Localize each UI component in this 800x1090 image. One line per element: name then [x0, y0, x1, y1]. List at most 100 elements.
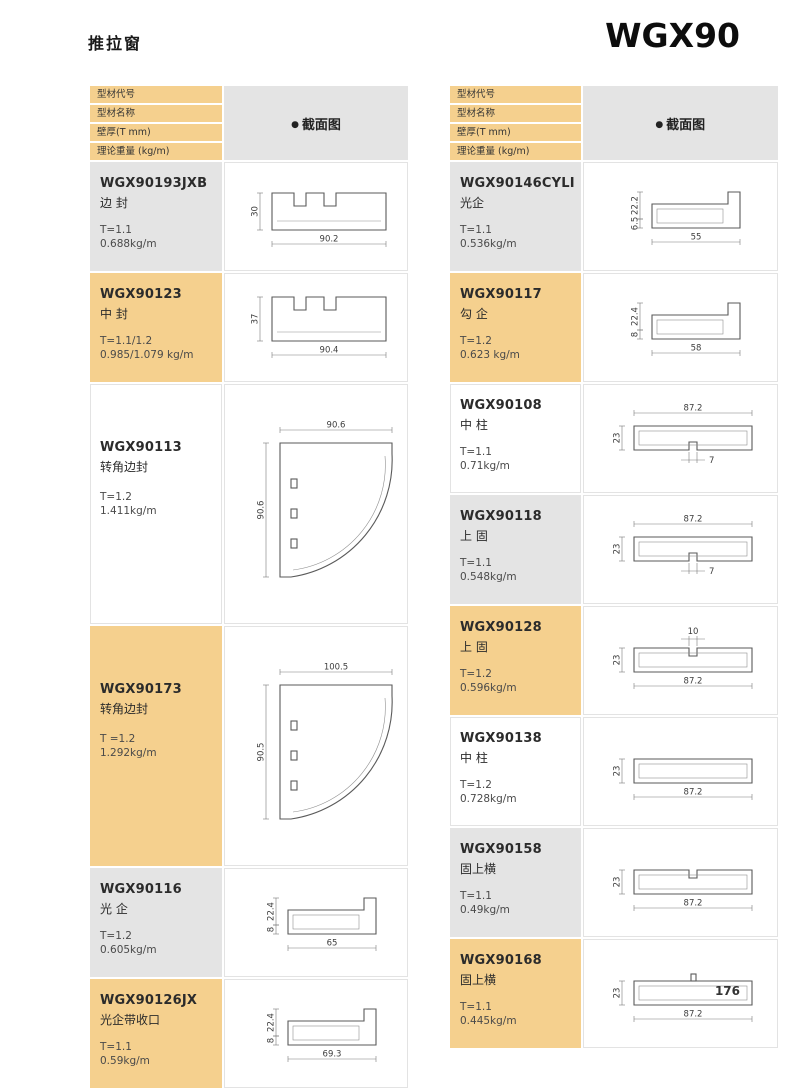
- profile-code: WGX90126JX: [100, 993, 198, 1008]
- dim-label: 37: [251, 313, 261, 324]
- dim-label: 87.2: [684, 898, 703, 908]
- profile-name: 中 柱: [460, 418, 488, 432]
- cross-section-diagram: 90.690.6: [257, 421, 393, 578]
- series-title: WGX90: [605, 16, 740, 55]
- profile-code: WGX90193JXB: [100, 176, 208, 191]
- table-header-row: 壁厚(T mm): [90, 124, 408, 141]
- dim-label: 90.2: [320, 234, 339, 244]
- cross-section-diagram: 87.223: [613, 868, 753, 911]
- profile-name: 上 固: [460, 640, 488, 654]
- dim-label: 23: [613, 654, 623, 665]
- dim-label: 87.2: [684, 403, 703, 413]
- table-header-row: 型材名称: [90, 105, 408, 122]
- profile-thickness: T=1.2: [100, 930, 132, 942]
- dim-label: 87.2: [684, 1009, 703, 1019]
- right-profile-table: 型材代号●截面图型材名称壁厚(T mm)理论重量 (kg/m)WGX90146C…: [448, 84, 780, 1050]
- profile-weight: 0.623 kg/m: [460, 349, 520, 361]
- profile-outline: [271, 295, 387, 342]
- dim-label: 22.4: [267, 1013, 277, 1032]
- dim-label: 90.5: [257, 743, 267, 762]
- profile-outline: [633, 646, 753, 673]
- left-profile-table: 型材代号●截面图型材名称壁厚(T mm) 理论重量 (kg/m) WGX90193J…: [88, 84, 410, 1090]
- header-label: 型材代号: [90, 86, 222, 103]
- bullet-icon: ●: [655, 119, 664, 130]
- profile-thickness: T=1.1: [100, 224, 132, 236]
- profile-code: WGX90116: [100, 882, 182, 897]
- profile-outline: [633, 868, 753, 895]
- dim-label: 58: [691, 343, 702, 353]
- dim-label: 87.2: [684, 514, 703, 524]
- profile-code: WGX90168: [460, 953, 542, 968]
- cross-section-diagram: 87.223: [613, 757, 753, 800]
- profile-thickness: T=1.2: [100, 491, 132, 503]
- profile-weight: 0.59kg/m: [100, 1055, 150, 1067]
- profile-weight: 0.536kg/m: [460, 238, 517, 250]
- header-label: 型材名称: [90, 105, 222, 122]
- dim-label: 23: [613, 432, 623, 443]
- profile-code: WGX90173: [100, 682, 182, 697]
- profile-code: WGX90123: [100, 287, 182, 302]
- profile-weight: 0.985/1.079 kg/m: [100, 349, 194, 361]
- dim-label: 8: [631, 331, 641, 336]
- header-label: 型材代号: [450, 86, 581, 103]
- profile-thickness: T=1.1: [460, 224, 492, 236]
- dim-label: 87.2: [684, 676, 703, 686]
- table-header-row: 型材名称: [450, 105, 778, 122]
- profile-outline: [279, 442, 393, 578]
- header-label: 理论重量 (kg/m): [90, 143, 222, 160]
- table-header-row: 型材代号●截面图: [90, 86, 408, 160]
- profile-code: WGX90113: [100, 440, 182, 455]
- profile-outline: [651, 190, 741, 229]
- profile-thickness: T =1.2: [100, 733, 136, 745]
- cross-section-diagram: 22.26.555: [631, 190, 741, 245]
- profile-thickness: T=1.2: [460, 335, 492, 347]
- cross-section-diagram: 87.223: [613, 972, 753, 1022]
- profile-weight: 0.605kg/m: [100, 944, 157, 956]
- right-table-body: 型材代号●截面图型材名称壁厚(T mm)理论重量 (kg/m)WGX90146C…: [450, 86, 778, 1048]
- section-diagram-header: ●截面图: [582, 86, 778, 160]
- profile-weight: 0.49kg/m: [460, 904, 510, 916]
- profile-code: WGX90128: [460, 620, 542, 635]
- section-diagram-label: 截面图: [301, 117, 341, 133]
- cross-section-diagram: 100.590.5: [257, 663, 393, 820]
- profile-thickness: T=1.1: [460, 1001, 492, 1013]
- profile-name: 转角边封: [100, 702, 149, 716]
- header-label: 理论重量 (kg/m): [450, 143, 581, 160]
- profile-name: 中 柱: [460, 751, 488, 765]
- profile-meta: T=1.2 0.605kg/m: [100, 930, 216, 956]
- dim-label: 7: [709, 567, 714, 577]
